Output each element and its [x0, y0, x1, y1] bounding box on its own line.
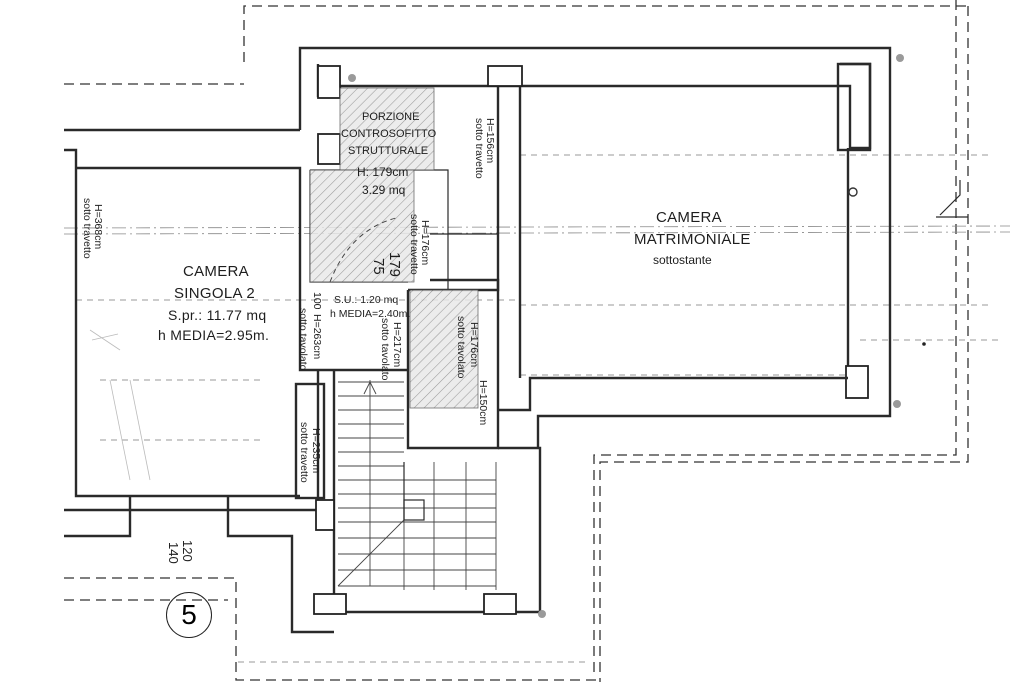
porzione-line-1: PORZIONE	[362, 111, 420, 123]
porzione-line-2: CONTROSOFITTO	[341, 128, 437, 140]
plan-number-badge: 5	[166, 592, 212, 638]
annotation-dim140: 140	[166, 542, 181, 564]
annotation-h368: H=368cm	[92, 204, 104, 250]
porzione-line-3: STRUTTURALE	[348, 145, 429, 157]
room-camera-matrimoniale-title-2: MATRIMONIALE	[634, 231, 751, 248]
annotation-dim179: 179	[386, 252, 403, 278]
annotation-h176: H=176cm	[419, 220, 431, 266]
disimpegno-height: h MEDIA=2.40m.	[330, 308, 411, 320]
annotation-h217: H=217cm	[391, 322, 403, 368]
door-swing-arc	[329, 217, 397, 283]
room-camera-matrimoniale-note: sottostante	[653, 253, 712, 267]
annotation-dim100: 100	[311, 292, 323, 310]
faint-sketch-marks	[89, 329, 151, 481]
annotation-h150: H=150cm	[477, 380, 489, 426]
annotation-h156: H=156cm	[484, 118, 496, 164]
porzione-height: H: 179cm	[357, 165, 409, 179]
room-camera-singola-height: h MEDIA=2.95m.	[158, 327, 270, 343]
room-camera-singola-title-1: CAMERA	[183, 263, 249, 280]
annotation-sotto-tavolato-1: sotto tavolato	[297, 308, 309, 371]
annotation-dim120: 120	[180, 540, 195, 562]
room-camera-singola-title-2: SINGOLA 2	[174, 285, 256, 302]
walls	[64, 46, 968, 634]
disimpegno-surface: S.U.: 1.20 mq	[334, 294, 399, 306]
annotation-sotto-travetto-3: sotto travetto	[408, 214, 420, 275]
hatched-areas	[309, 87, 479, 409]
structure-dots	[348, 54, 926, 618]
roof-outline-dashed	[64, 0, 969, 682]
staircase	[337, 380, 497, 590]
annotation-h263: H=263cm	[311, 314, 323, 360]
annotation-h176b: H=176cm	[468, 322, 480, 368]
annotation-sotto-travetto-1: sotto travetto	[473, 118, 485, 179]
porzione-area: 3.29 mq	[362, 183, 406, 197]
room-camera-singola-surface: S.pr.: 11.77 mq	[168, 307, 267, 323]
annotation-sotto-tavolato-2: sotto tavolato	[379, 318, 391, 381]
annotation-sotto-travetto-2: sotto travetto	[81, 198, 93, 259]
annotation-dim75: 75	[370, 258, 387, 275]
annotation-h235: H=235cm	[310, 428, 322, 474]
annotation-sotto-travetto-4: sotto travetto	[298, 422, 310, 483]
room-camera-matrimoniale-title-1: CAMERA	[656, 209, 722, 226]
annotation-sotto-tavolato-3: sotto tavolato	[455, 316, 467, 379]
